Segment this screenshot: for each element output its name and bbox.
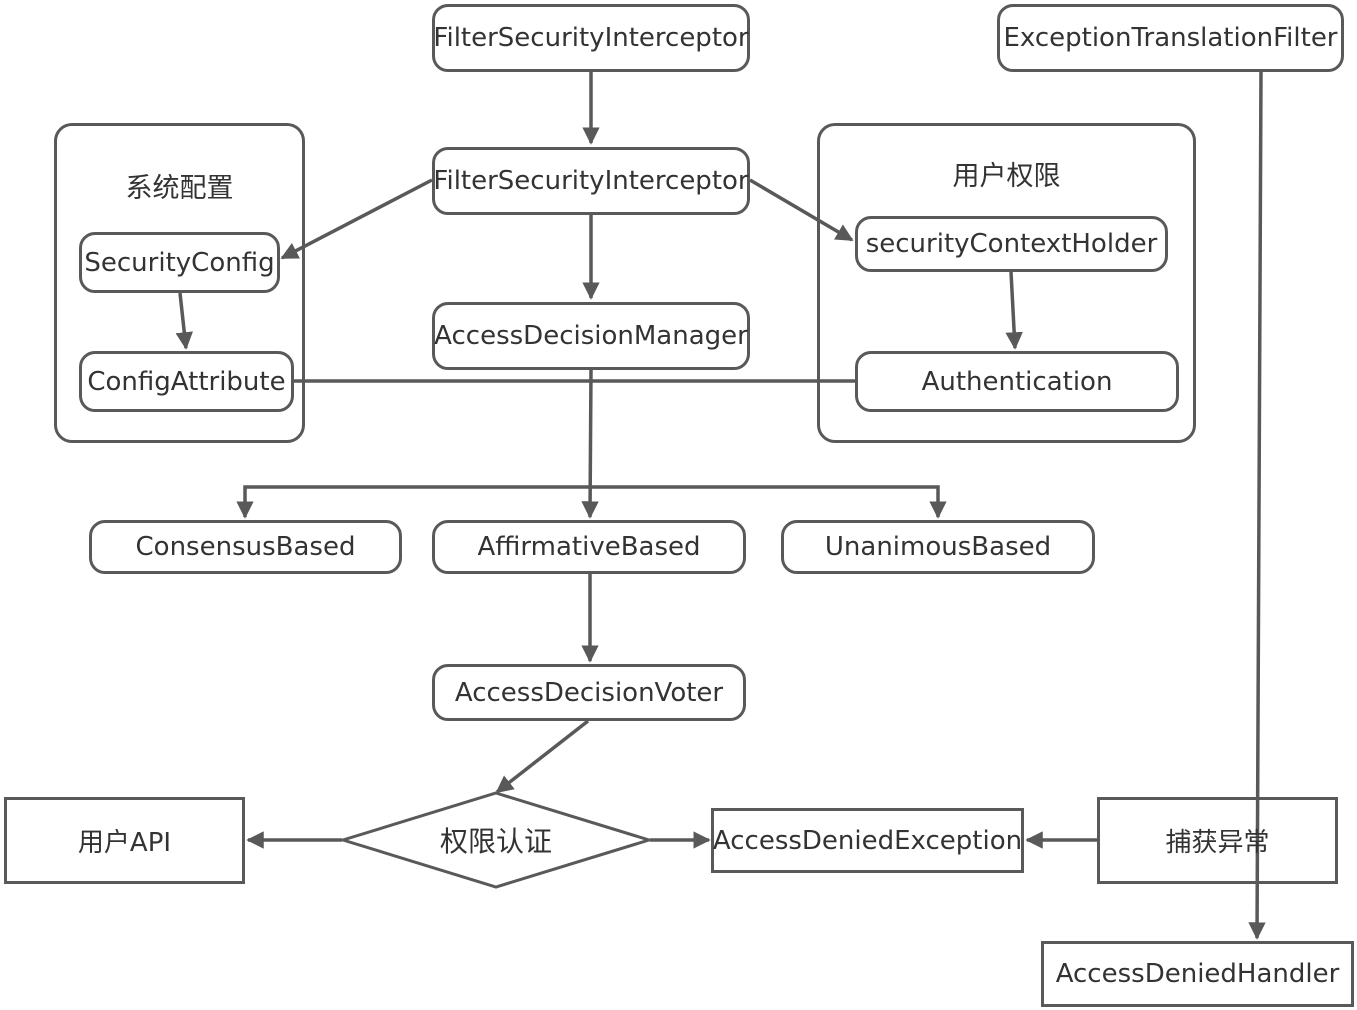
node-catch-exception[interactable]: 捕获异常 xyxy=(1097,797,1338,884)
node-consensus-based[interactable]: ConsensusBased xyxy=(89,520,402,574)
edge-security-config-to-config-attribute xyxy=(175,292,193,350)
edge-branch-to-consensus xyxy=(236,485,590,519)
node-access-decision-manager[interactable]: AccessDecisionManager xyxy=(432,302,750,370)
node-security-config[interactable]: SecurityConfig xyxy=(79,232,280,293)
edge-fsi-to-security-context-holder xyxy=(749,178,854,242)
edge-context-holder-to-authentication xyxy=(1005,271,1023,350)
node-access-denied-exception[interactable]: AccessDeniedException xyxy=(711,808,1024,873)
edge-manager-to-affirmative xyxy=(581,369,599,519)
node-access-decision-voter[interactable]: AccessDecisionVoter xyxy=(432,664,746,721)
group-system-config: 系统配置 xyxy=(54,123,305,443)
node-config-attribute[interactable]: ConfigAttribute xyxy=(79,351,294,412)
node-security-context-holder[interactable]: securityContextHolder xyxy=(855,216,1168,272)
edge-voter-to-permission-check xyxy=(495,719,590,794)
node-permission-check-diamond[interactable] xyxy=(340,790,652,890)
node-filter-security-interceptor-top[interactable]: FilterSecurityInterceptor xyxy=(432,4,750,72)
node-access-denied-handler[interactable]: AccessDeniedHandler xyxy=(1041,941,1354,1007)
group-title-user-permission: 用户权限 xyxy=(952,161,1061,192)
group-title-system-config: 系统配置 xyxy=(125,173,234,204)
node-authentication[interactable]: Authentication xyxy=(855,351,1179,412)
node-affirmative-based[interactable]: AffirmativeBased xyxy=(432,520,746,574)
node-exception-translation-filter[interactable]: ExceptionTranslationFilter xyxy=(997,4,1344,72)
edge-fsi-to-security-config xyxy=(280,178,433,260)
edge-branch-to-unanimous xyxy=(590,485,947,519)
node-permission-check-label: 权限认证 xyxy=(439,825,552,858)
node-user-api[interactable]: 用户API xyxy=(4,797,245,884)
edge-translation-filter-to-denied-handler xyxy=(1248,71,1266,940)
node-filter-security-interceptor-mid[interactable]: FilterSecurityInterceptor xyxy=(432,147,750,215)
node-unanimous-based[interactable]: UnanimousBased xyxy=(781,520,1095,574)
group-user-permission: 用户权限 xyxy=(817,123,1196,443)
